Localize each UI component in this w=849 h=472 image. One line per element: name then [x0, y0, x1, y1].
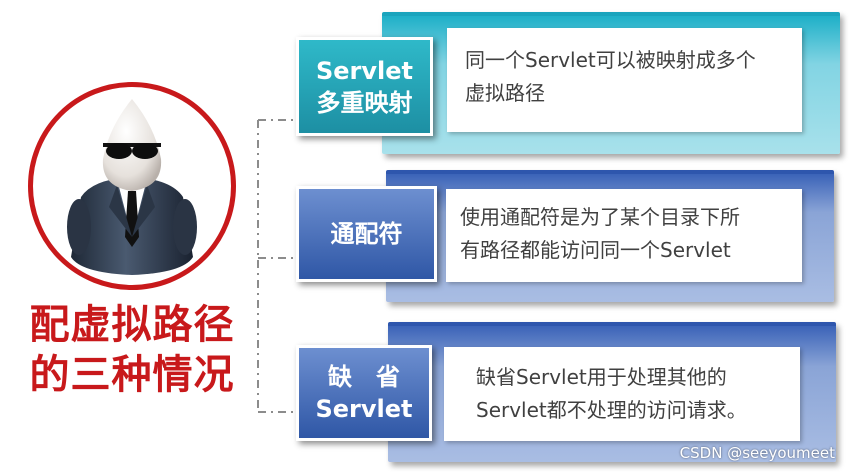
- watermark: CSDN @seeyoumeet: [679, 444, 835, 462]
- character-avatar: [28, 82, 236, 290]
- card-description-1-text: 同一个Servlet可以被映射成多个 虚拟路径: [465, 48, 756, 105]
- card-label-3: 缺 省 Servlet: [296, 345, 432, 441]
- card-description-3-text: 缺省Servlet用于处理其他的 Servlet都不处理的访问请求。: [476, 365, 747, 422]
- card-description-1: 同一个Servlet可以被映射成多个 虚拟路径: [447, 28, 802, 132]
- main-title: 配虚拟路径 的三种情况: [29, 302, 235, 398]
- card-description-2: 使用通配符是为了某个目录下所 有路径都能访问同一个Servlet: [446, 189, 802, 282]
- card-label-1: Servlet 多重映射: [296, 37, 433, 136]
- card-description-2-text: 使用通配符是为了某个目录下所 有路径都能访问同一个Servlet: [460, 205, 740, 262]
- card-label-2: 通配符: [296, 186, 437, 282]
- card-description-3: 缺省Servlet用于处理其他的 Servlet都不处理的访问请求。: [444, 347, 800, 441]
- sunglasses-character-icon: [67, 99, 197, 275]
